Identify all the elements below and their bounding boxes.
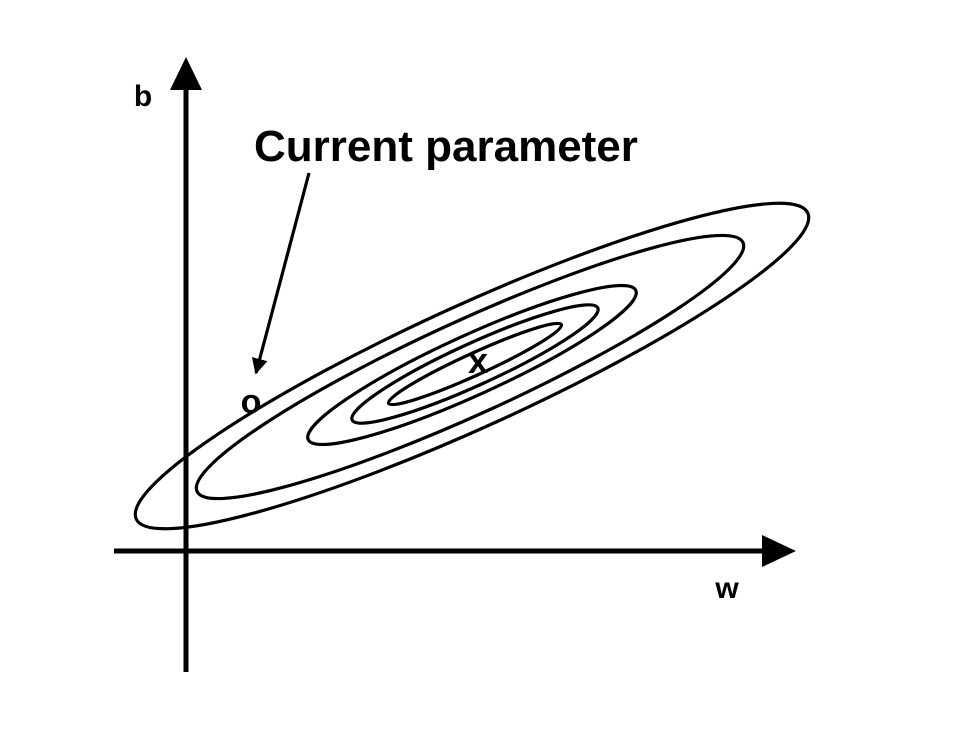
- y-axis-label: b: [134, 80, 152, 113]
- x-axis-arrowhead: [762, 535, 796, 567]
- axes-group: [114, 57, 796, 672]
- current-parameter-marker: o: [241, 383, 262, 421]
- contour-ring-5: [386, 321, 564, 407]
- annotation-label: Current parameter: [254, 122, 638, 171]
- contour-group: [133, 201, 811, 531]
- annotation-arrow: [251, 172, 311, 375]
- contour-ring-4: [350, 303, 600, 425]
- minimum-marker: x: [468, 340, 488, 381]
- x-axis-label: w: [714, 572, 739, 605]
- y-axis-arrowhead: [170, 57, 202, 90]
- contour-ring-2: [194, 233, 746, 501]
- contour-ring-1: [133, 201, 811, 531]
- contour-ring-3: [306, 283, 638, 447]
